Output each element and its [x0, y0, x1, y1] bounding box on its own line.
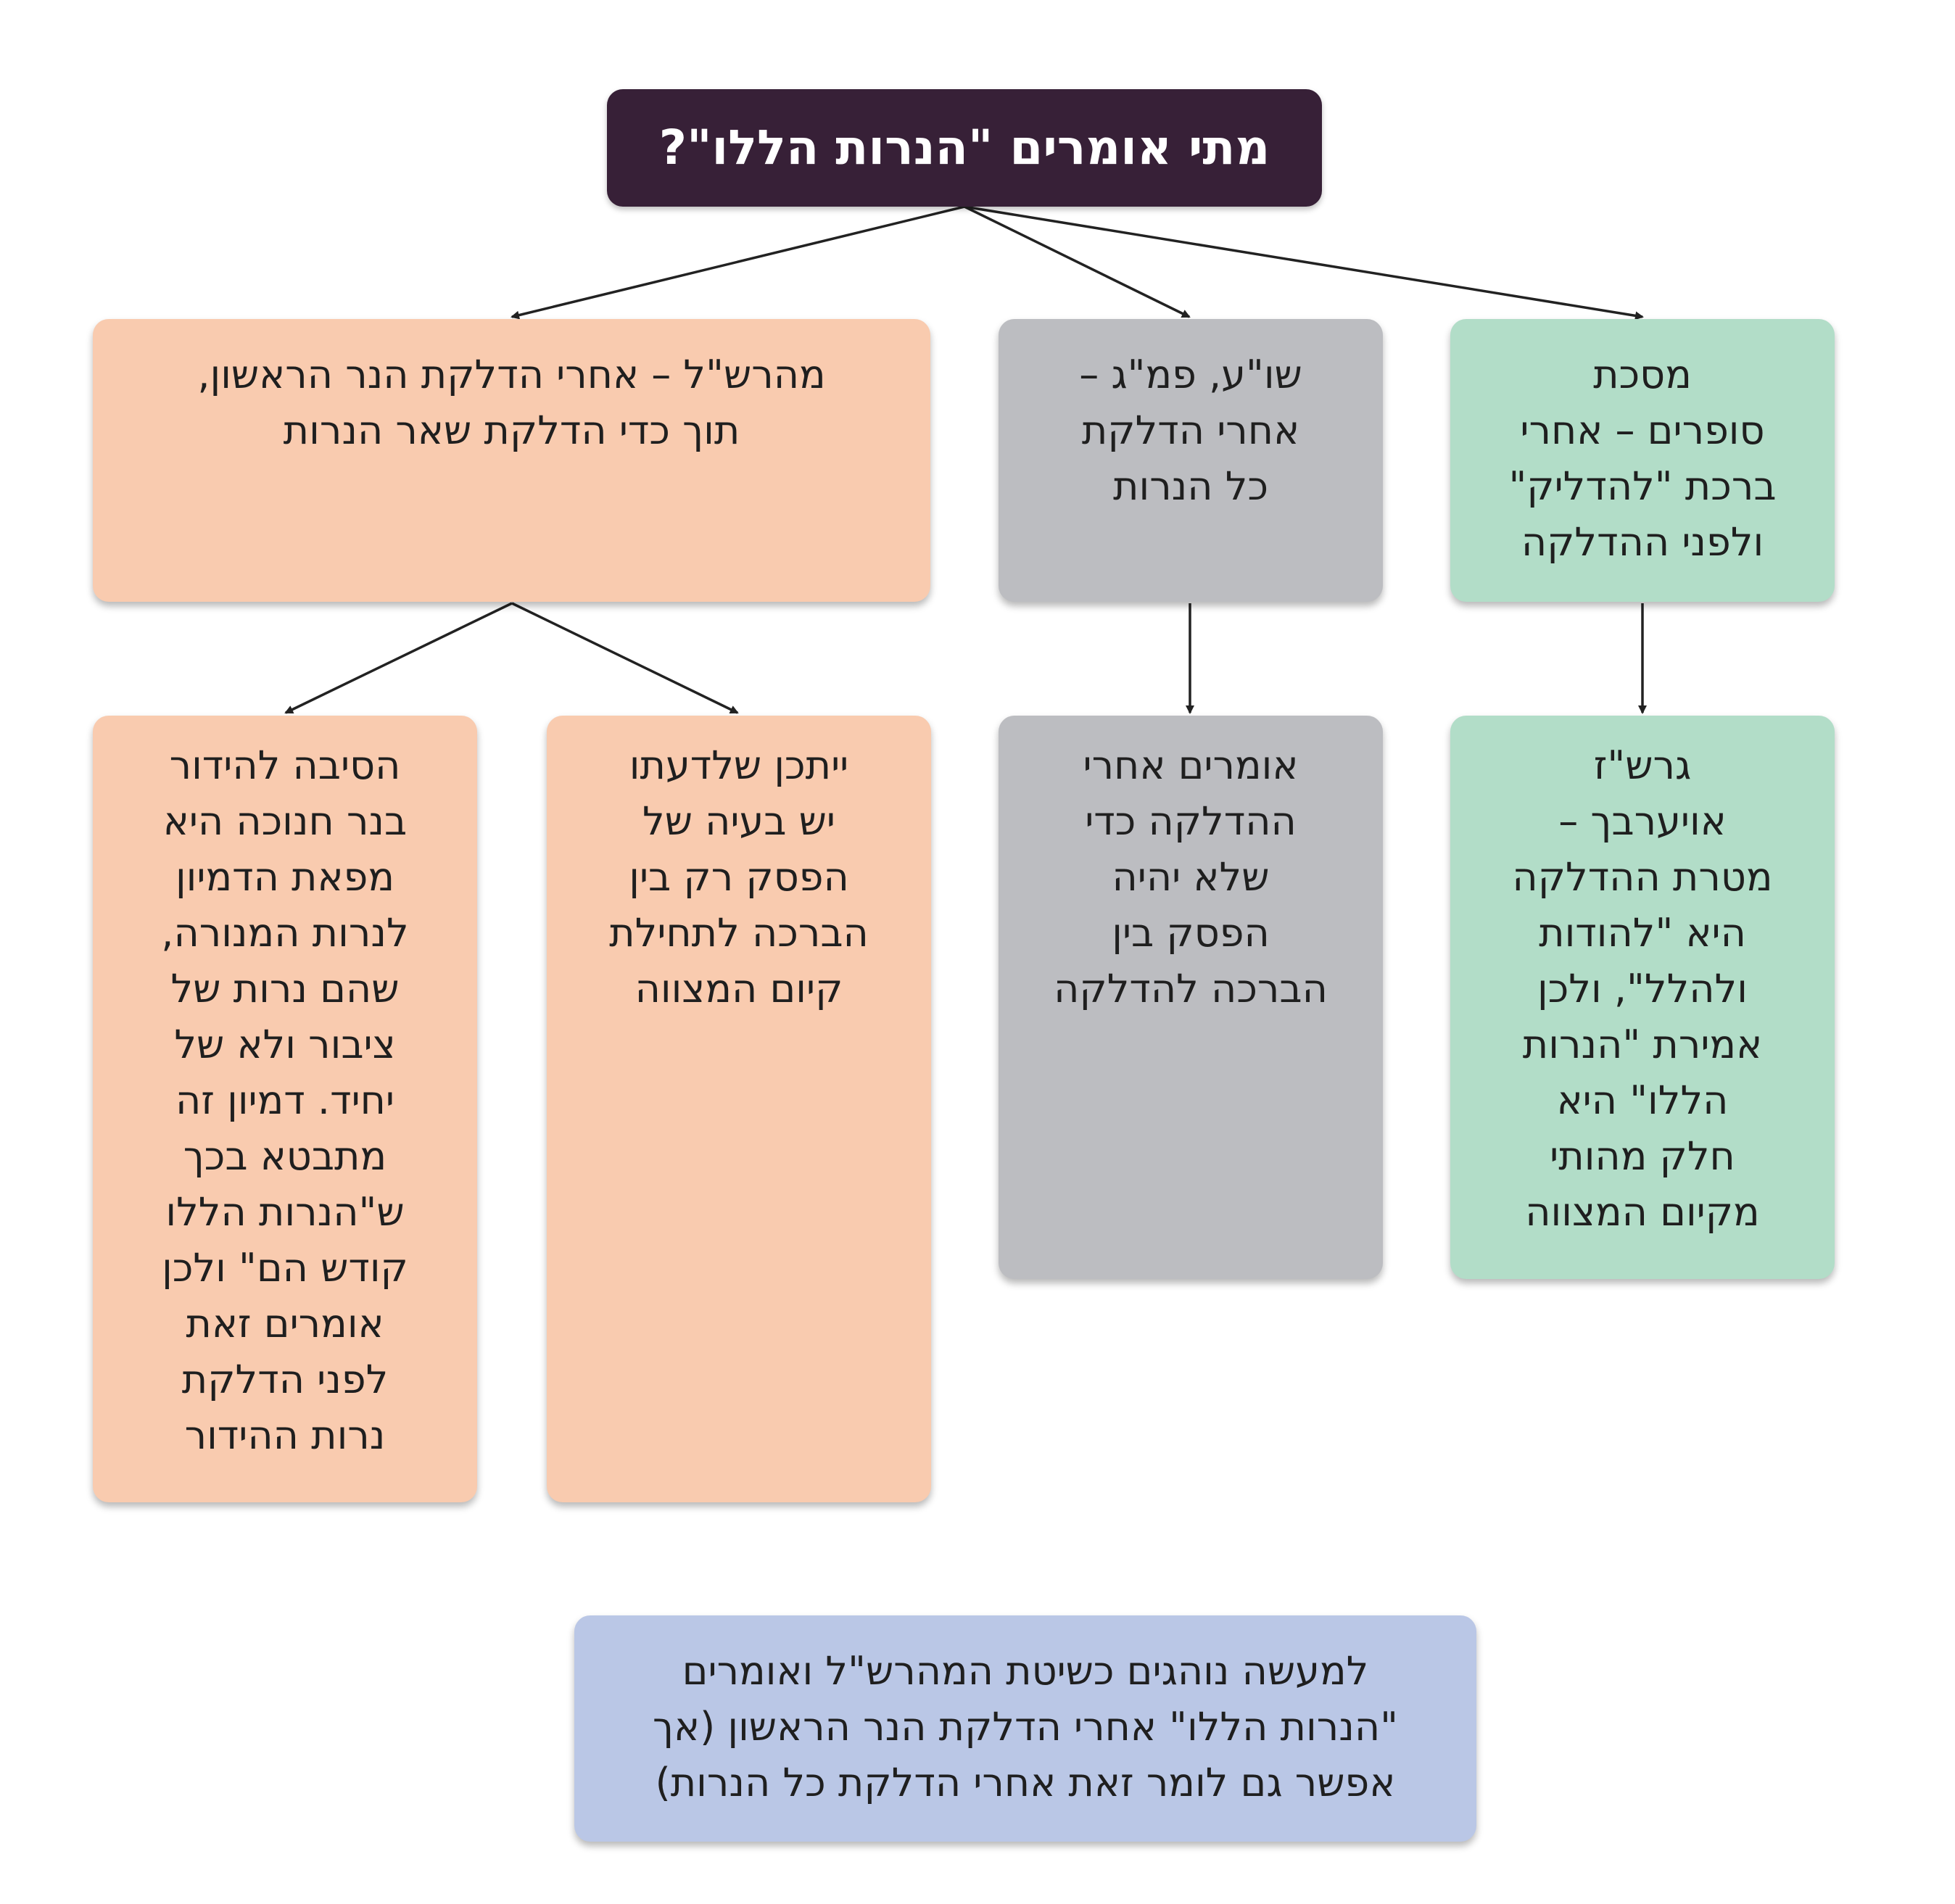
box-yitachen: ייתכן שלדעתו יש בעיה של הפסק רק בין הברכ…: [547, 716, 931, 1502]
arrow-title-to-maharshal: [511, 205, 965, 320]
arrow-maharshal-to-sibah: [284, 602, 513, 714]
box-shulchan-aruch: שו"ע, פמ"ג – אחרי הדלקת כל הנרות: [999, 319, 1383, 602]
box-sibah-lehidur: הסיבה להידור בנר חנוכה היא מפאת הדמיון ל…: [93, 716, 477, 1502]
box-grshz-auerbach: גרש"ז אויערבך – מטרת ההדלקה היא "להודות …: [1450, 716, 1835, 1279]
arrow-title-to-shua: [964, 205, 1191, 318]
box-masechet-soferim: מסכת סופרים – אחרי ברכת "להדליק" ולפני ה…: [1450, 319, 1835, 602]
box-omrim-achrei: אומרים אחרי ההדלקה כדי שלא יהיה הפסק בין…: [999, 716, 1383, 1279]
diagram-title: מתי אומרים "הנרות הללו"?: [607, 89, 1322, 207]
arrow-maharshal-to-yitachen: [511, 602, 739, 714]
arrow-title-to-soferim: [964, 205, 1644, 320]
box-conclusion: למעשה נוהגים כשיטת המהרש"ל ואומרים "הנרו…: [574, 1615, 1476, 1842]
box-maharshal: מהרש"ל – אחרי הדלקת הנר הראשון, תוך כדי …: [93, 319, 930, 602]
